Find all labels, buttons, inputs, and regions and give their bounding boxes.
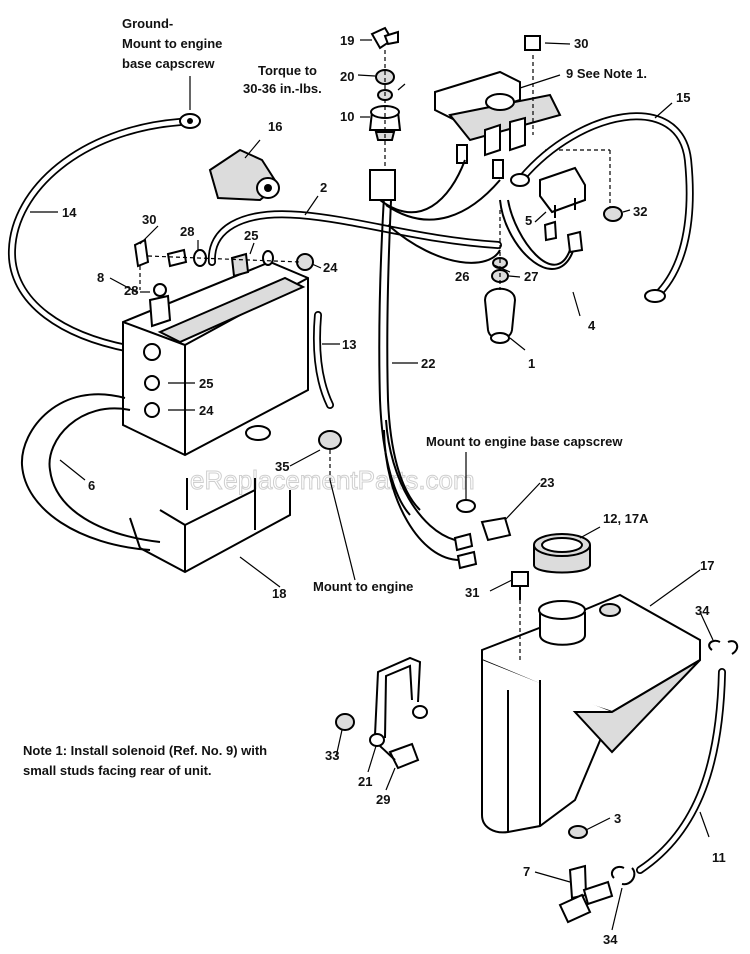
callout-31: 31	[465, 585, 479, 600]
cable-2	[207, 210, 502, 266]
diode-1	[483, 287, 517, 344]
nut-33	[335, 713, 355, 731]
callout-35: 35	[275, 459, 289, 474]
fuel-tank-17	[481, 593, 701, 834]
callout-1: 1	[528, 356, 535, 371]
callout-15: 15	[676, 90, 690, 105]
relay-5	[539, 166, 586, 218]
callout-29: 29	[376, 792, 390, 807]
connector-23	[480, 516, 512, 542]
ignition-key-19	[370, 26, 399, 50]
callout-28-top: 28	[180, 224, 194, 239]
battery-8	[122, 260, 309, 457]
ground-note-line1: Ground-	[122, 16, 173, 31]
callout-27: 27	[524, 269, 538, 284]
callout-24-top: 24	[323, 260, 338, 275]
callout-7: 7	[523, 864, 530, 879]
callout-19: 19	[340, 33, 354, 48]
callout-16: 16	[268, 119, 282, 134]
callout-10: 10	[340, 109, 354, 124]
callout-12-17a: 12, 17A	[603, 511, 649, 526]
terminal-boot-16	[208, 139, 280, 202]
callout-30-top: 30	[574, 36, 588, 51]
clamp-34-bottom	[610, 866, 636, 886]
callout-25-top: 25	[244, 228, 258, 243]
callout-4: 4	[588, 318, 596, 333]
callout-14: 14	[62, 205, 77, 220]
bracket-21	[369, 656, 428, 747]
callout-3: 3	[614, 811, 621, 826]
hold-down-strap-6	[20, 393, 271, 551]
callout-23: 23	[540, 475, 554, 490]
bolt-30-top	[524, 35, 541, 51]
callout-8: 8	[97, 270, 104, 285]
nut-20	[375, 69, 395, 85]
ground-note-line3: base capscrew	[122, 56, 215, 71]
fuel-fitting-7	[558, 864, 614, 924]
torque-note-line1: Torque to	[258, 63, 317, 78]
fuel-cap-12	[533, 533, 591, 574]
cable-15	[510, 112, 694, 303]
callout-33: 33	[325, 748, 339, 763]
callout-20: 20	[340, 69, 354, 84]
callout-34-bottom: 34	[603, 932, 618, 947]
callout-17: 17	[700, 558, 714, 573]
hardware-set	[133, 238, 314, 290]
callout-30: 30	[142, 212, 156, 227]
see-note-label: 9 See Note 1.	[566, 66, 647, 81]
callout-6: 6	[88, 478, 95, 493]
nut-35	[318, 430, 356, 581]
callout-32: 32	[633, 204, 647, 219]
battery-tray-18	[129, 478, 291, 574]
callout-13: 13	[342, 337, 356, 352]
mount-engine-note: Mount to engine	[313, 579, 413, 594]
nut-32	[603, 206, 623, 222]
callout-26: 26	[455, 269, 469, 284]
mount-capscrew-note: Mount to engine base capscrew	[426, 434, 623, 449]
callout-2: 2	[320, 180, 327, 195]
ground-note-line2: Mount to engine	[122, 36, 222, 51]
callout-5: 5	[525, 213, 532, 228]
callout-24-side: 24	[199, 403, 214, 418]
callout-28-side: 28	[124, 283, 138, 298]
bushing-3	[568, 825, 588, 839]
callout-21: 21	[358, 774, 372, 789]
fuel-hose-11	[636, 668, 726, 874]
callout-34-top: 34	[695, 603, 710, 618]
clamp-34-top	[708, 639, 739, 655]
bolt-31	[511, 571, 529, 660]
callout-11: 11	[712, 850, 726, 865]
torque-note-line2: 30-36 in.-lbs.	[243, 81, 322, 96]
note1-line1: Note 1: Install solenoid (Ref. No. 9) wi…	[23, 743, 267, 758]
wiring-harness-22	[369, 159, 501, 570]
wire-4	[499, 199, 584, 270]
ground-cable-14	[7, 76, 201, 356]
note1-line2: small studs facing rear of unit.	[23, 763, 212, 778]
callout-22: 22	[421, 356, 435, 371]
leader-lines	[30, 39, 714, 931]
callout-18: 18	[272, 586, 286, 601]
callout-25-side: 25	[199, 376, 213, 391]
fuel-line-13	[312, 311, 334, 409]
bolt-29	[379, 742, 420, 770]
